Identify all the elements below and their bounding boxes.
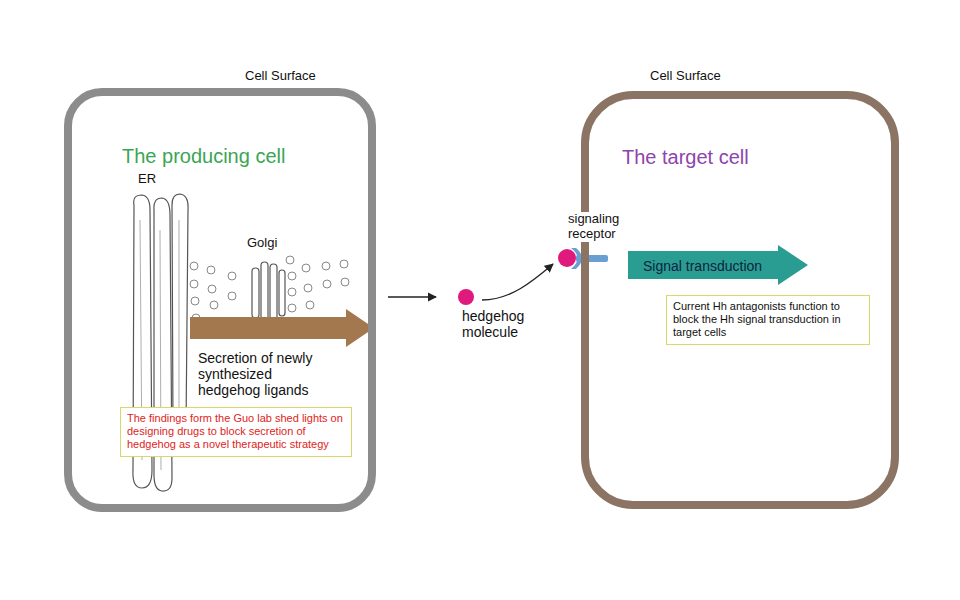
cell-surface-label: Cell Surface — [650, 68, 721, 84]
vesicle — [286, 256, 294, 264]
golgi-cisterna — [261, 262, 268, 322]
producing-cell: Cell SurfaceThe producing cellThe findin… — [68, 92, 372, 508]
vesicle — [306, 301, 314, 309]
receptor-label: signaling receptor — [568, 212, 640, 242]
process-label: Secretion of newly synthesized hedgehog … — [198, 350, 338, 398]
bound-hedgehog-dot — [558, 249, 576, 267]
vesicle — [210, 301, 218, 309]
finding-note: The findings form the Guo lab shed light… — [120, 407, 352, 457]
arrow-body — [628, 245, 808, 285]
vesicle — [304, 284, 312, 292]
target-cell: Cell SurfaceThe target cellSignal transd… — [585, 95, 895, 505]
vesicle — [207, 266, 215, 274]
vesicle — [228, 272, 236, 280]
note-text: The findings form the Guo lab shed light… — [127, 412, 345, 452]
binding-arrow — [482, 264, 553, 300]
transport-arrow — [388, 296, 436, 297]
golgi-cisterna — [279, 270, 285, 316]
cell-membrane-outline — [68, 92, 372, 508]
hedgehog-dot — [458, 289, 474, 305]
organelle-label: Golgi — [247, 236, 307, 251]
cell-membrane-outline — [585, 95, 895, 505]
cell-surface-label: Cell Surface — [245, 68, 316, 84]
arrow-text: Signal transduction — [643, 258, 762, 275]
vesicle — [228, 292, 236, 300]
signal-arrow: Signal transduction — [628, 245, 808, 285]
vesicle — [322, 262, 330, 270]
cell-title: The producing cell — [122, 144, 285, 168]
vesicles — [190, 256, 349, 322]
vesicle — [323, 280, 331, 288]
note-text: Current Hh antagonists function to block… — [673, 300, 863, 340]
vesicle — [288, 304, 296, 312]
golgi-cisterna — [270, 264, 277, 320]
cell-title: The target cell — [622, 145, 749, 169]
antagonist-note: Current Hh antagonists function to block… — [666, 295, 870, 345]
vesicle — [190, 262, 198, 270]
golgi-cisterna — [252, 268, 259, 318]
molecule-label: hedgehog molecule — [462, 308, 547, 340]
vesicle — [288, 272, 296, 280]
vesicle — [191, 297, 199, 305]
vesicle — [288, 288, 296, 296]
vesicle — [190, 280, 198, 288]
secretion-arrow — [190, 309, 374, 347]
golgi-apparatus — [252, 262, 285, 322]
vesicle — [208, 285, 216, 293]
vesicle — [340, 260, 348, 268]
organelle-label: ER — [138, 172, 178, 187]
vesicle — [302, 264, 310, 272]
vesicle — [341, 278, 349, 286]
